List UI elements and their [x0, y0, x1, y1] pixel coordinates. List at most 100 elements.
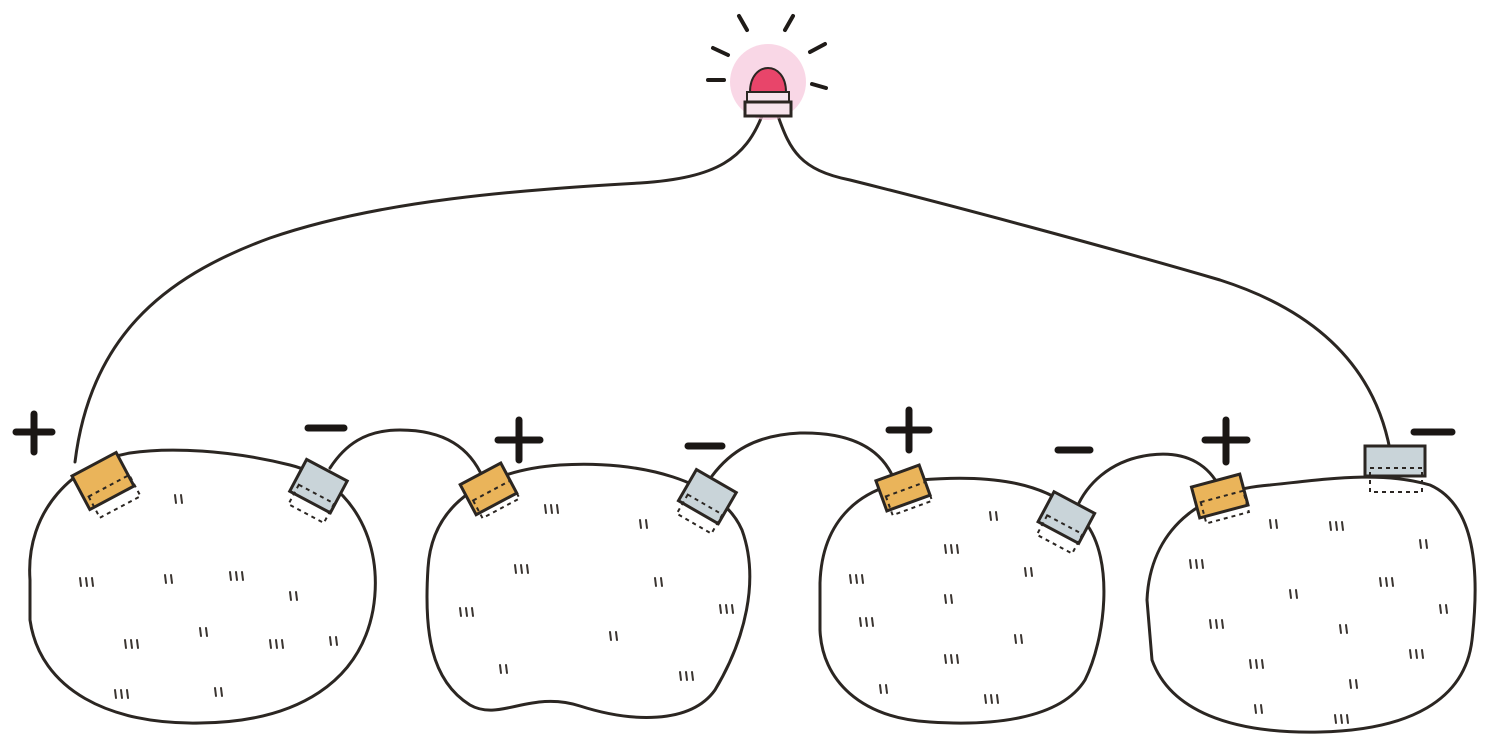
potato-speck	[950, 654, 953, 664]
potato-speck	[956, 544, 959, 554]
potato-speck	[229, 571, 232, 581]
potato-speck	[526, 564, 529, 574]
potato-speck	[1345, 624, 1348, 634]
potato-speck	[1249, 659, 1252, 669]
potato-speck	[1024, 567, 1027, 577]
potato-speck	[996, 694, 999, 704]
potato-speck	[1346, 714, 1349, 724]
zinc-electrode-3	[1035, 489, 1097, 555]
potato-speck	[879, 684, 882, 694]
potato-speck	[1255, 659, 1258, 669]
potato-speck	[471, 607, 474, 617]
potato-speck	[136, 639, 139, 649]
series-wire-1	[328, 428, 485, 480]
potato-speck	[1415, 649, 1418, 659]
potato-speck	[1275, 519, 1278, 529]
potato-speck	[214, 687, 217, 697]
potato-4	[1145, 475, 1477, 734]
potato-speck	[989, 511, 992, 521]
potato-speck	[995, 511, 998, 521]
potato-speck	[275, 639, 278, 649]
potato-speck	[660, 577, 663, 587]
potato-speck	[654, 577, 657, 587]
copper-electrode-4	[1189, 472, 1251, 525]
copper-electrode-3	[873, 463, 934, 517]
potato-speck	[1409, 649, 1412, 659]
potato-speck	[1355, 679, 1358, 689]
potato-speck	[170, 574, 173, 584]
potato-speck	[871, 617, 874, 627]
led-wire-positive	[73, 114, 764, 464]
potato-speck	[1379, 577, 1382, 587]
potato-speck	[329, 636, 332, 646]
potato-speck	[520, 564, 523, 574]
potato-speck	[1340, 714, 1343, 724]
terminal-signs	[12, 406, 1456, 466]
potato-speck	[615, 631, 618, 641]
potato-speck	[861, 574, 864, 584]
potato-speck	[85, 577, 88, 587]
positive-sign-1	[12, 410, 56, 456]
copper-electrode-2	[458, 461, 521, 520]
potato-speck	[180, 494, 183, 504]
potato-speck	[725, 604, 728, 614]
potato-speck	[465, 607, 468, 617]
potato-speck	[1221, 619, 1224, 629]
potato-speck	[645, 519, 648, 529]
series-wire-2	[710, 431, 895, 479]
potato-speck	[1254, 704, 1257, 714]
potato-speck	[849, 574, 852, 584]
potato-speck	[731, 604, 734, 614]
potato-speck	[556, 504, 559, 514]
potato-speck	[235, 571, 238, 581]
led-icon	[706, 14, 828, 120]
potato-speck	[1201, 559, 1204, 569]
potato-speck	[1425, 539, 1428, 549]
potato-speck	[885, 684, 888, 694]
potato-speck	[459, 607, 462, 617]
potato-texture-marks	[79, 494, 1448, 724]
potato-speck	[944, 654, 947, 664]
potato-speck	[1339, 624, 1342, 634]
potato-speck	[544, 504, 547, 514]
potato-speck	[1020, 634, 1023, 644]
potato-speck	[241, 571, 244, 581]
potato-speck	[719, 604, 722, 614]
potato-speck	[855, 574, 858, 584]
potato-speck	[865, 617, 868, 627]
potato-speck	[1349, 679, 1352, 689]
potato-speck	[1030, 567, 1033, 577]
positive-sign-3	[885, 406, 933, 454]
potato-speck	[1385, 577, 1388, 587]
potato-speck	[174, 494, 177, 504]
potato-speck	[205, 627, 208, 637]
potato-speck	[505, 664, 508, 674]
potato-speck	[956, 654, 959, 664]
potato-speck	[199, 627, 202, 637]
zinc-electrode-2	[675, 467, 739, 535]
series-wire-3	[1073, 452, 1222, 514]
potato-speck	[1215, 619, 1218, 629]
potato-speck	[1195, 559, 1198, 569]
potato-speck	[639, 519, 642, 529]
potato-speck	[950, 594, 953, 604]
potato-speck	[1261, 659, 1264, 669]
potato-speck	[1391, 577, 1394, 587]
potato-speck	[269, 639, 272, 649]
positive-sign-4	[1201, 416, 1251, 466]
potato-2	[425, 462, 752, 719]
potato-speck	[1421, 649, 1424, 659]
potato-speck	[944, 594, 947, 604]
potato-speck	[990, 694, 993, 704]
potato-speck	[124, 639, 127, 649]
potato-speck	[1289, 589, 1292, 599]
potato-speck	[1260, 704, 1263, 714]
potato-speck	[79, 577, 82, 587]
potato-speck	[1341, 521, 1344, 531]
potato-speck	[514, 564, 517, 574]
potato-speck	[685, 671, 688, 681]
potato-speck	[1445, 604, 1448, 614]
potato-speck	[1334, 714, 1337, 724]
potato-speck	[1335, 521, 1338, 531]
